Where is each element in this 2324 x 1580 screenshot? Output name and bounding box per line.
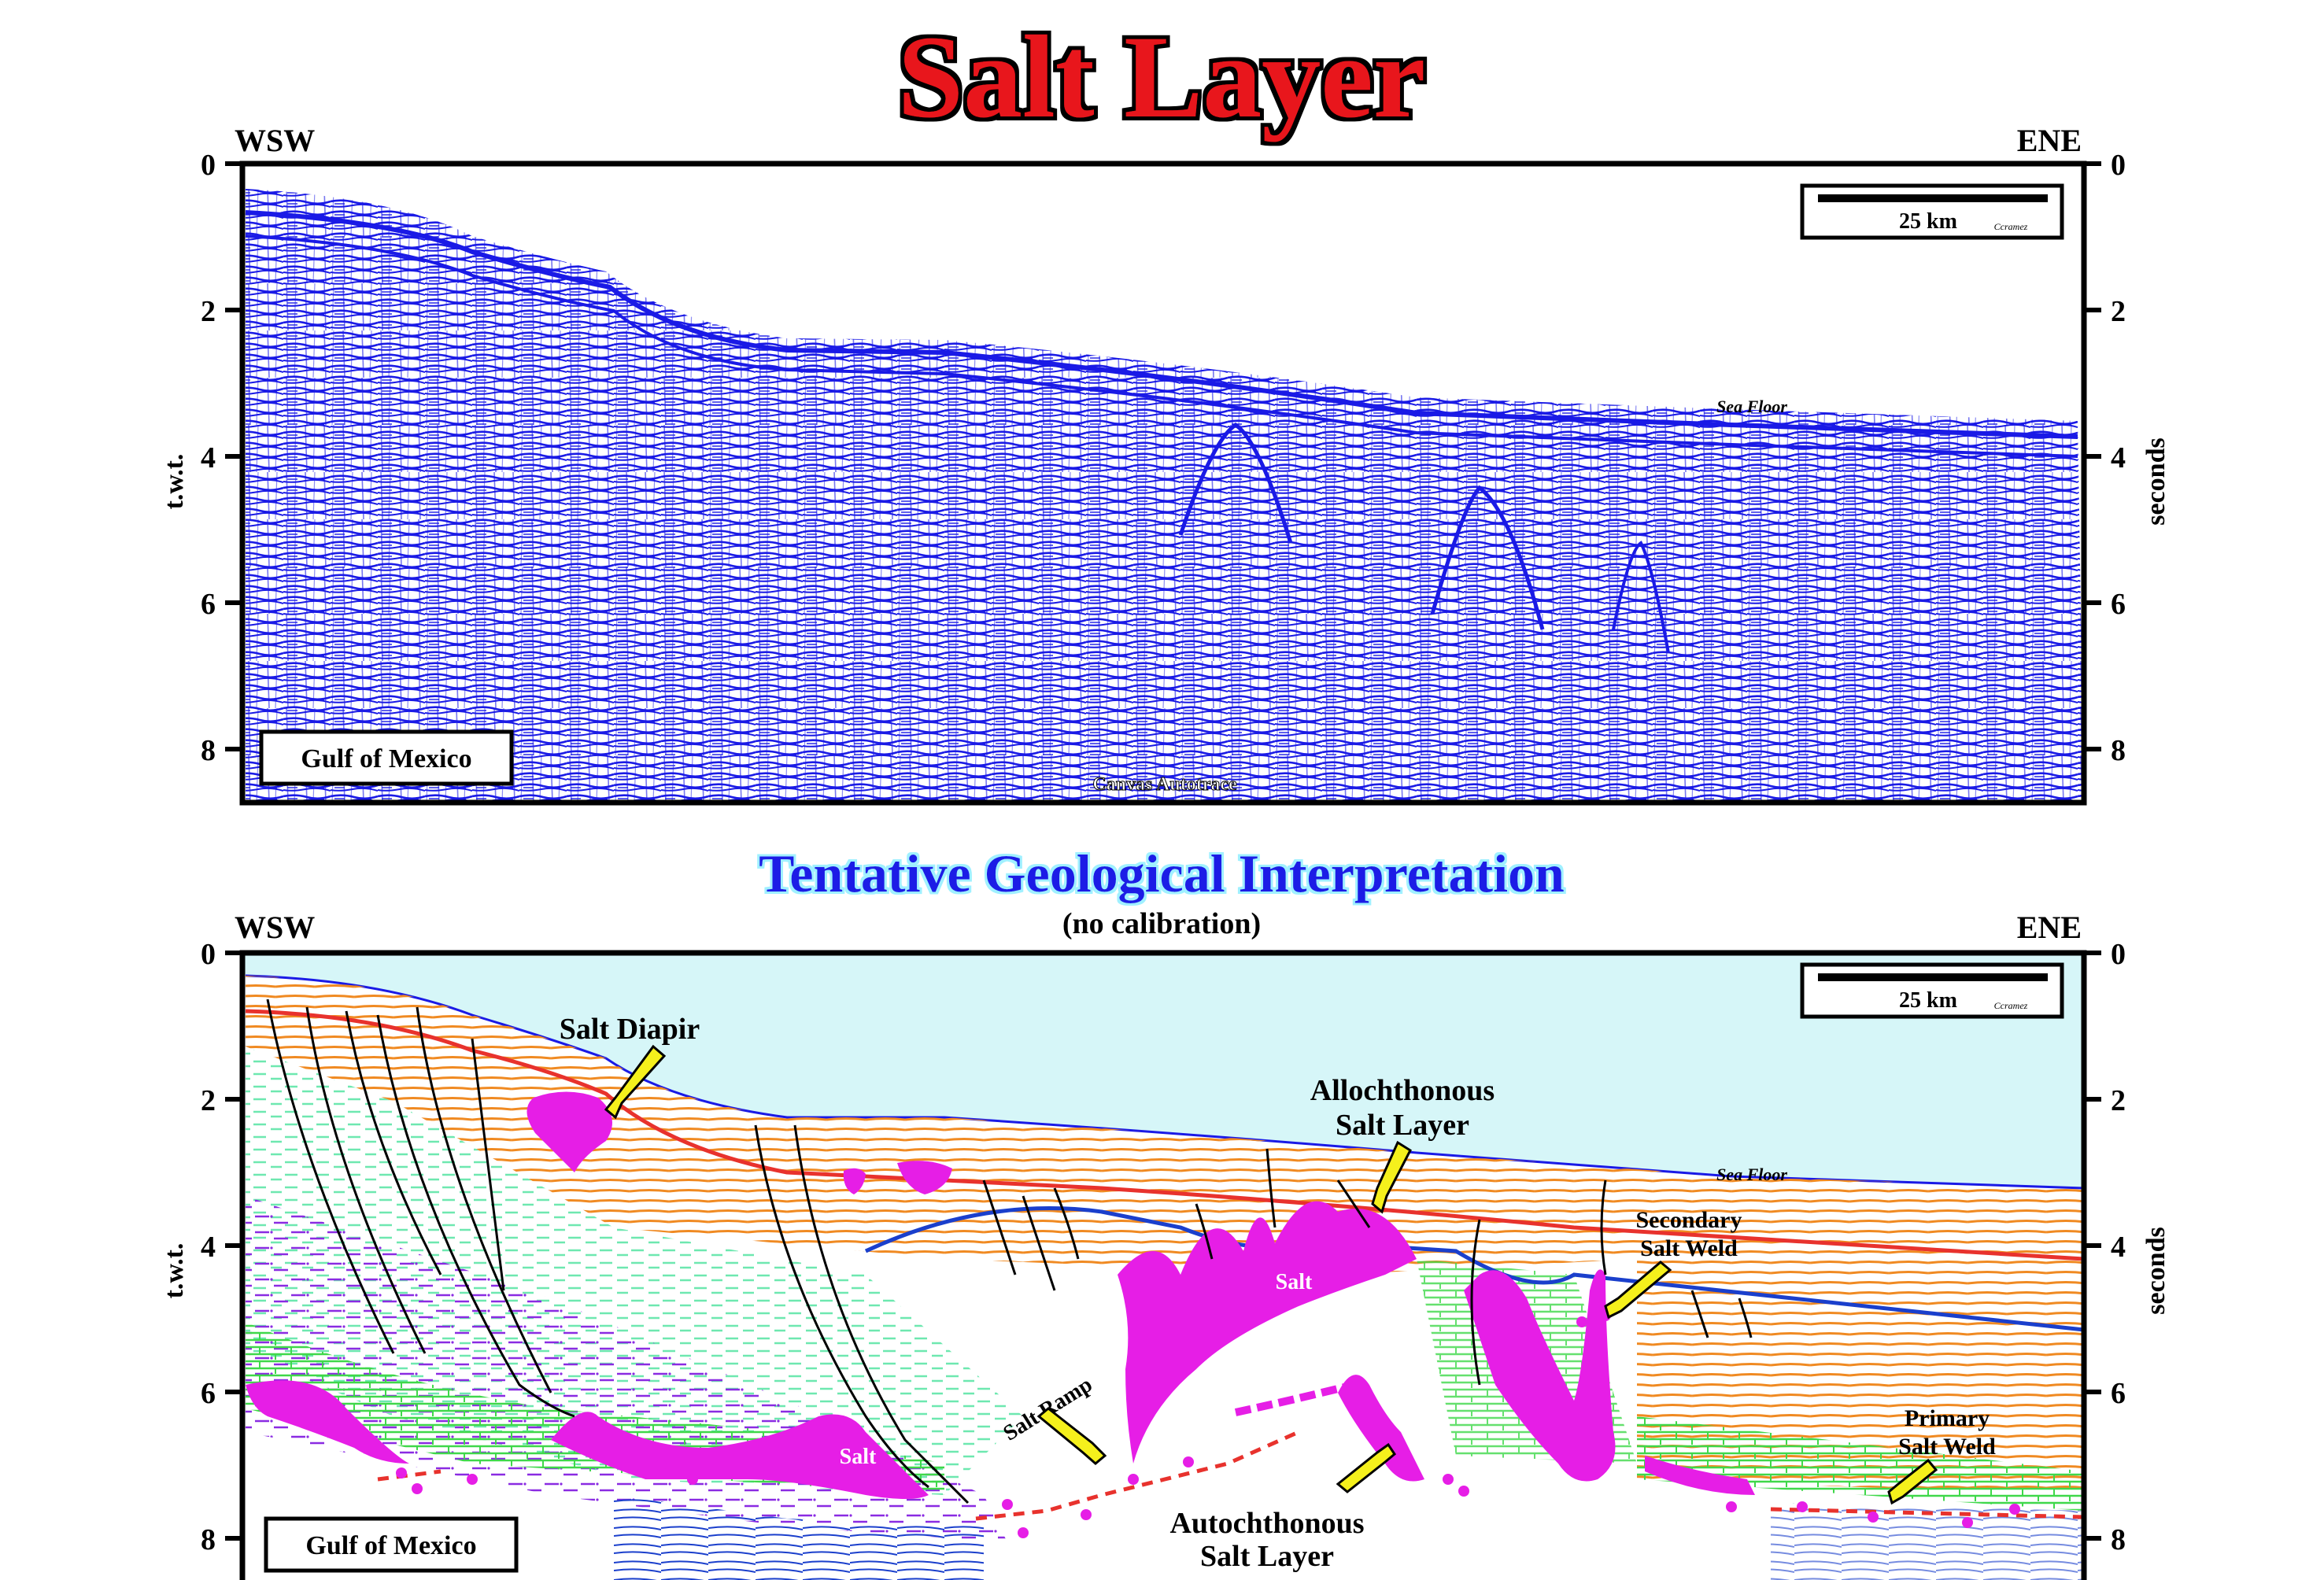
bottom-right-tick: 4 [2111,1231,2126,1264]
top-left-tick: 0 [201,149,216,182]
top-left-tick: 2 [201,295,216,328]
annotation-salt-diapir: Salt Diapir [560,1013,700,1046]
annotation-salt-mid: Salt [1276,1270,1313,1294]
top-location-box: Gulf of Mexico [259,729,514,786]
bottom-left-tick: 4 [201,1231,216,1264]
annotation-autochthonous-line2: Salt Layer [1200,1540,1334,1573]
annotation-allochthonous-line2: Salt Layer [1336,1109,1469,1142]
interpretation-subheading: (no calibration) [1062,907,1261,940]
top-left-tick: 6 [201,588,216,621]
annotation-allochthonous-line1: Allochthonous [1310,1074,1495,1107]
bottom-left-tick: 0 [201,938,216,971]
bottom-scale-bar: 25 km Ccramez [1800,962,2064,1019]
top-location-label: Gulf of Mexico [301,744,471,773]
top-right-tick: 6 [2111,588,2126,621]
annotation-primary-weld-line1: Primary [1905,1405,1990,1431]
bottom-sea-floor-label: Sea Floor [1716,1165,1787,1184]
bottom-credit: Ccramez [1994,1000,2028,1011]
salt-bodies [246,1091,1755,1499]
bottom-right-axis: 0 2 4 6 8 [2084,938,2126,1556]
top-right-tick: 0 [2111,149,2126,182]
bottom-left-tick: 8 [201,1523,216,1556]
interpretation-panel: WSW ENE [160,910,2171,1580]
annotation-secondary-weld-line1: Secondary [1636,1207,1742,1233]
page-title: Salt Layer [898,12,1426,142]
bottom-location-label: Gulf of Mexico [305,1531,476,1560]
top-right-axis-title: seconds [2141,437,2171,525]
bottom-left-axis-title: t.w.t. [160,1243,189,1299]
fault-lines [266,999,1753,1504]
bottom-right-tick: 8 [2111,1523,2126,1556]
interpretation-heading: Tentative Geological Interpretation [759,844,1565,903]
bottom-scale-label: 25 km [1899,988,1957,1013]
top-right-tick: 4 [2111,441,2126,474]
arrow-primary-weld [1887,1458,1938,1505]
bottom-right-tick: 0 [2111,938,2126,971]
annotation-salt-left: Salt [840,1445,877,1469]
top-left-tick: 8 [201,734,216,767]
annotation-arrows [604,1044,1938,1505]
annotation-primary-weld-line2: Salt Weld [1898,1434,1996,1460]
top-scale-bar: 25 km Ccramez [1800,183,2064,240]
top-left-axis: 0 2 4 6 8 [201,149,242,767]
bottom-left-axis: 0 2 4 6 8 [201,938,242,1556]
top-sea-floor-label: Sea Floor [1716,397,1787,416]
annotation-secondary-weld-line2: Salt Weld [1640,1235,1738,1261]
arrow-salt-diapir [604,1044,667,1120]
seismic-panel: WSW ENE 25 km Ccramez Sea Floor Gulf [160,123,2171,806]
allochthonous-salt-body [1118,1201,1417,1464]
bottom-right-direction: ENE [2017,910,2082,945]
bottom-location-box: Gulf of Mexico [264,1516,519,1573]
arrow-secondary-weld [1604,1261,1672,1320]
salt-left-body [551,1412,929,1499]
bottom-right-axis-title: seconds [2141,1227,2171,1314]
red-horizon [245,1009,2084,1261]
bottom-right-tick: 2 [2111,1084,2126,1117]
top-left-axis-title: t.w.t. [160,454,189,510]
arrow-salt-ramp [1036,1407,1107,1465]
top-right-direction: ENE [2017,123,2082,158]
top-left-direction: WSW [235,123,315,158]
method-label: Canvas Autotrace [1092,774,1237,795]
bottom-right-tick: 6 [2111,1377,2126,1410]
bottom-left-tick: 2 [201,1084,216,1117]
top-right-tick: 8 [2111,734,2126,767]
geological-section [242,953,2084,1580]
annotation-autochthonous-line1: Autochthonous [1169,1507,1364,1540]
bottom-left-direction: WSW [235,910,315,945]
top-right-tick: 2 [2111,295,2126,328]
top-credit: Ccramez [1994,221,2028,232]
salt-diapir-body [527,1091,612,1172]
top-left-tick: 4 [201,441,216,474]
top-right-axis: 0 2 4 6 8 [2084,149,2126,767]
sea-water [242,953,2084,1188]
arrow-autochthonous [1336,1442,1396,1493]
bottom-left-tick: 6 [201,1377,216,1410]
arrow-allochthonous [1371,1140,1412,1214]
seismic-section [242,164,2084,803]
top-scale-label: 25 km [1899,209,1957,234]
